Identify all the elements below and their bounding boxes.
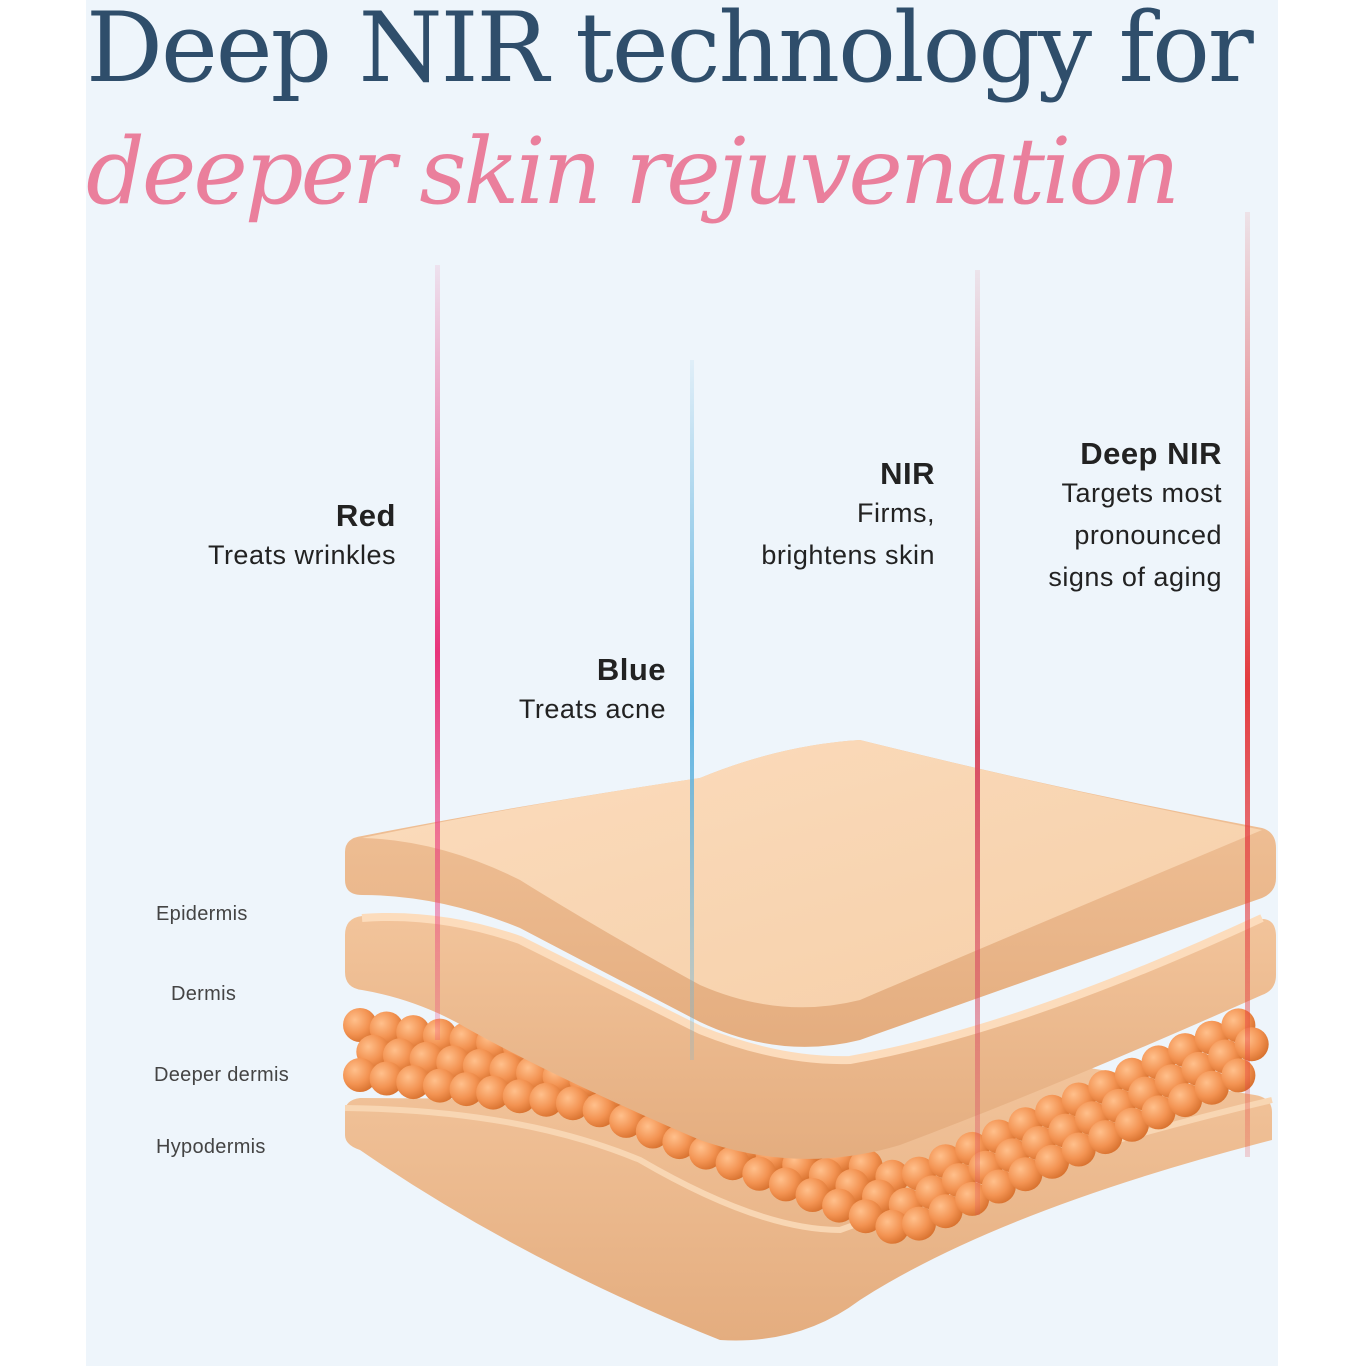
deep-nir-light-name: Deep NIR (1080, 436, 1222, 471)
blue-light-description: Treats acne (518, 694, 666, 724)
fat-cell-bead (875, 1209, 910, 1244)
deep-nir-light-beam (1245, 212, 1250, 1157)
fat-cell-bead (422, 1068, 457, 1103)
fat-cell-bead (449, 1072, 484, 1107)
nir-light-name: NIR (880, 456, 935, 491)
deep-nir-light-description-line-1: Targets most (1061, 478, 1222, 508)
deep-nir-light-description-line-3: signs of aging (1048, 562, 1222, 592)
fat-cell-bead (928, 1194, 963, 1229)
fat-cell-bead (742, 1156, 777, 1191)
fat-cell-bead (1194, 1070, 1229, 1105)
dermis-layer (345, 912, 1276, 1159)
fat-cell-bead (822, 1188, 857, 1223)
fat-cell-bead (1035, 1144, 1070, 1179)
blue-light-name: Blue (596, 652, 666, 687)
blue-light-label: Blue Treats acne (519, 652, 666, 730)
fat-cell-bead (768, 1167, 803, 1202)
fat-cell-bead (1168, 1083, 1203, 1118)
fat-cell-bead (396, 1065, 431, 1100)
red-light-label: Red Treats wrinkles (208, 498, 396, 576)
deep-nir-light-label: Deep NIR Targets most pronounced signs o… (1048, 436, 1222, 598)
layer-label-hypodermis: Hypodermis (156, 1136, 266, 1158)
fat-cell-bead (555, 1086, 590, 1121)
blue-light-beam (690, 360, 694, 1060)
fat-cell-bead (609, 1103, 644, 1138)
nir-light-beam (975, 270, 980, 1215)
fat-cell-bead (1141, 1095, 1176, 1130)
fat-cell-bead (369, 1061, 404, 1096)
fat-cell-bead (1114, 1107, 1149, 1142)
fat-cell-bead (795, 1178, 830, 1212)
red-light-name: Red (335, 498, 396, 533)
fat-cell-bead (902, 1206, 936, 1241)
fat-cell-bead (582, 1093, 617, 1128)
fat-cell-bead (1008, 1157, 1043, 1192)
deep-nir-light-description-line-2: pronounced (1074, 520, 1222, 550)
fat-cell-bead (848, 1199, 883, 1234)
fat-cell-bead (529, 1082, 564, 1117)
fat-cell-bead (981, 1169, 1016, 1204)
fat-cell-bead (1221, 1058, 1256, 1093)
fat-cell-bead (343, 1058, 377, 1092)
nir-light-description-line-1: Firms, (857, 498, 935, 528)
fat-cell-bead (476, 1075, 511, 1110)
epidermis-layer (345, 740, 1276, 1047)
subheadline: deeper skin rejuvenation (86, 118, 1180, 225)
fat-cell-bead (715, 1146, 750, 1181)
fat-cell-bead (343, 1008, 377, 1042)
red-light-beam (435, 265, 440, 1040)
fat-cell-bead (1088, 1120, 1123, 1155)
nir-light-description-line-2: brightens skin (761, 540, 935, 570)
red-light-description: Treats wrinkles (207, 540, 396, 570)
fat-cell-bead (502, 1079, 537, 1114)
fat-cell-bead (955, 1181, 990, 1216)
layer-label-dermis: Dermis (171, 983, 237, 1005)
layer-label-deeper-dermis: Deeper dermis (154, 1064, 290, 1086)
layer-label-epidermis: Epidermis (156, 903, 248, 925)
nir-light-label: NIR Firms, brightens skin (761, 456, 935, 576)
fat-cell-bead (1234, 1027, 1269, 1062)
headline: Deep NIR technology for (86, 0, 1254, 104)
fat-cell-bead (1061, 1132, 1096, 1167)
